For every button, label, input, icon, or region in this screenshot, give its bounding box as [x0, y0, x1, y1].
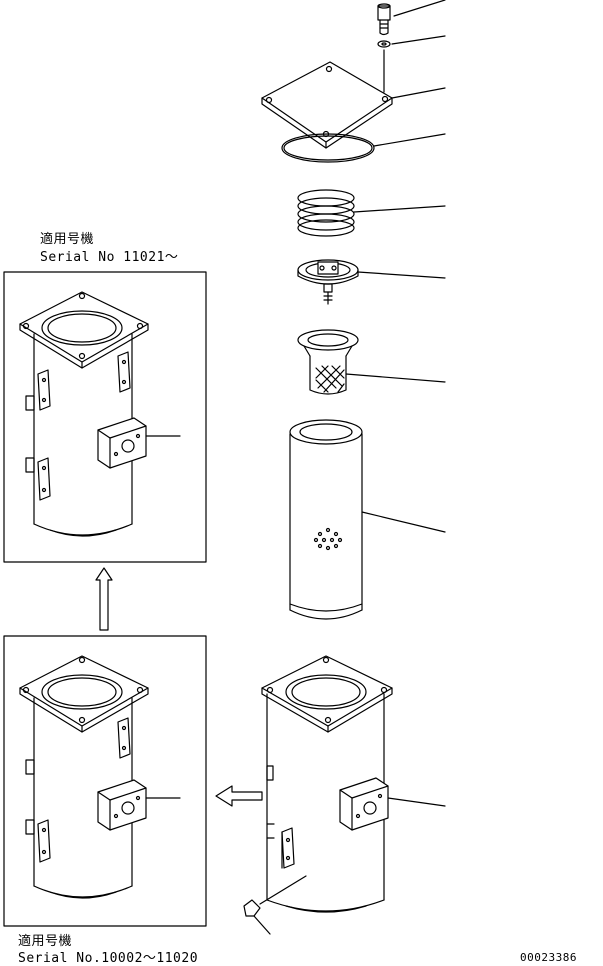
lower-applicability-label: 適用号機 [18, 934, 73, 949]
leader-line-bolt [394, 0, 445, 16]
o-ring-part [282, 134, 374, 162]
filter-case-upper-variant [20, 292, 148, 536]
upper-serial-range-label: Serial No 11021～ [40, 250, 179, 265]
filter-element-part [290, 420, 362, 619]
valve-assembly-part [298, 260, 358, 304]
leader-line-spring-ring [354, 206, 445, 212]
leader-line-bracket [388, 798, 445, 806]
leader-line-filter-element [362, 512, 445, 532]
arrow-left-icon [216, 786, 262, 806]
bolt-part [378, 4, 390, 35]
drawing-code-label: 00023386 [520, 951, 577, 964]
washer-part [378, 41, 390, 47]
leader-line-cover-plate [392, 88, 445, 98]
leader-line-valve [358, 272, 445, 278]
spring-ring-part [298, 190, 354, 236]
arrow-up-icon [96, 568, 112, 630]
leader-line-o-ring [374, 134, 445, 146]
variant-box-upper [4, 272, 206, 562]
filter-case-lower-variant [20, 656, 148, 898]
leader-line-strainer [346, 374, 445, 382]
filter-case-main [244, 656, 392, 916]
leader-line-drain-plug [254, 916, 270, 934]
strainer-part [298, 330, 358, 394]
upper-applicability-label: 適用号機 [40, 232, 95, 247]
cover-plate-part [262, 62, 392, 148]
variant-box-lower [4, 636, 206, 926]
lower-serial-range-label: Serial No.10002～11020 [18, 951, 199, 966]
leader-line-washer [392, 36, 445, 44]
